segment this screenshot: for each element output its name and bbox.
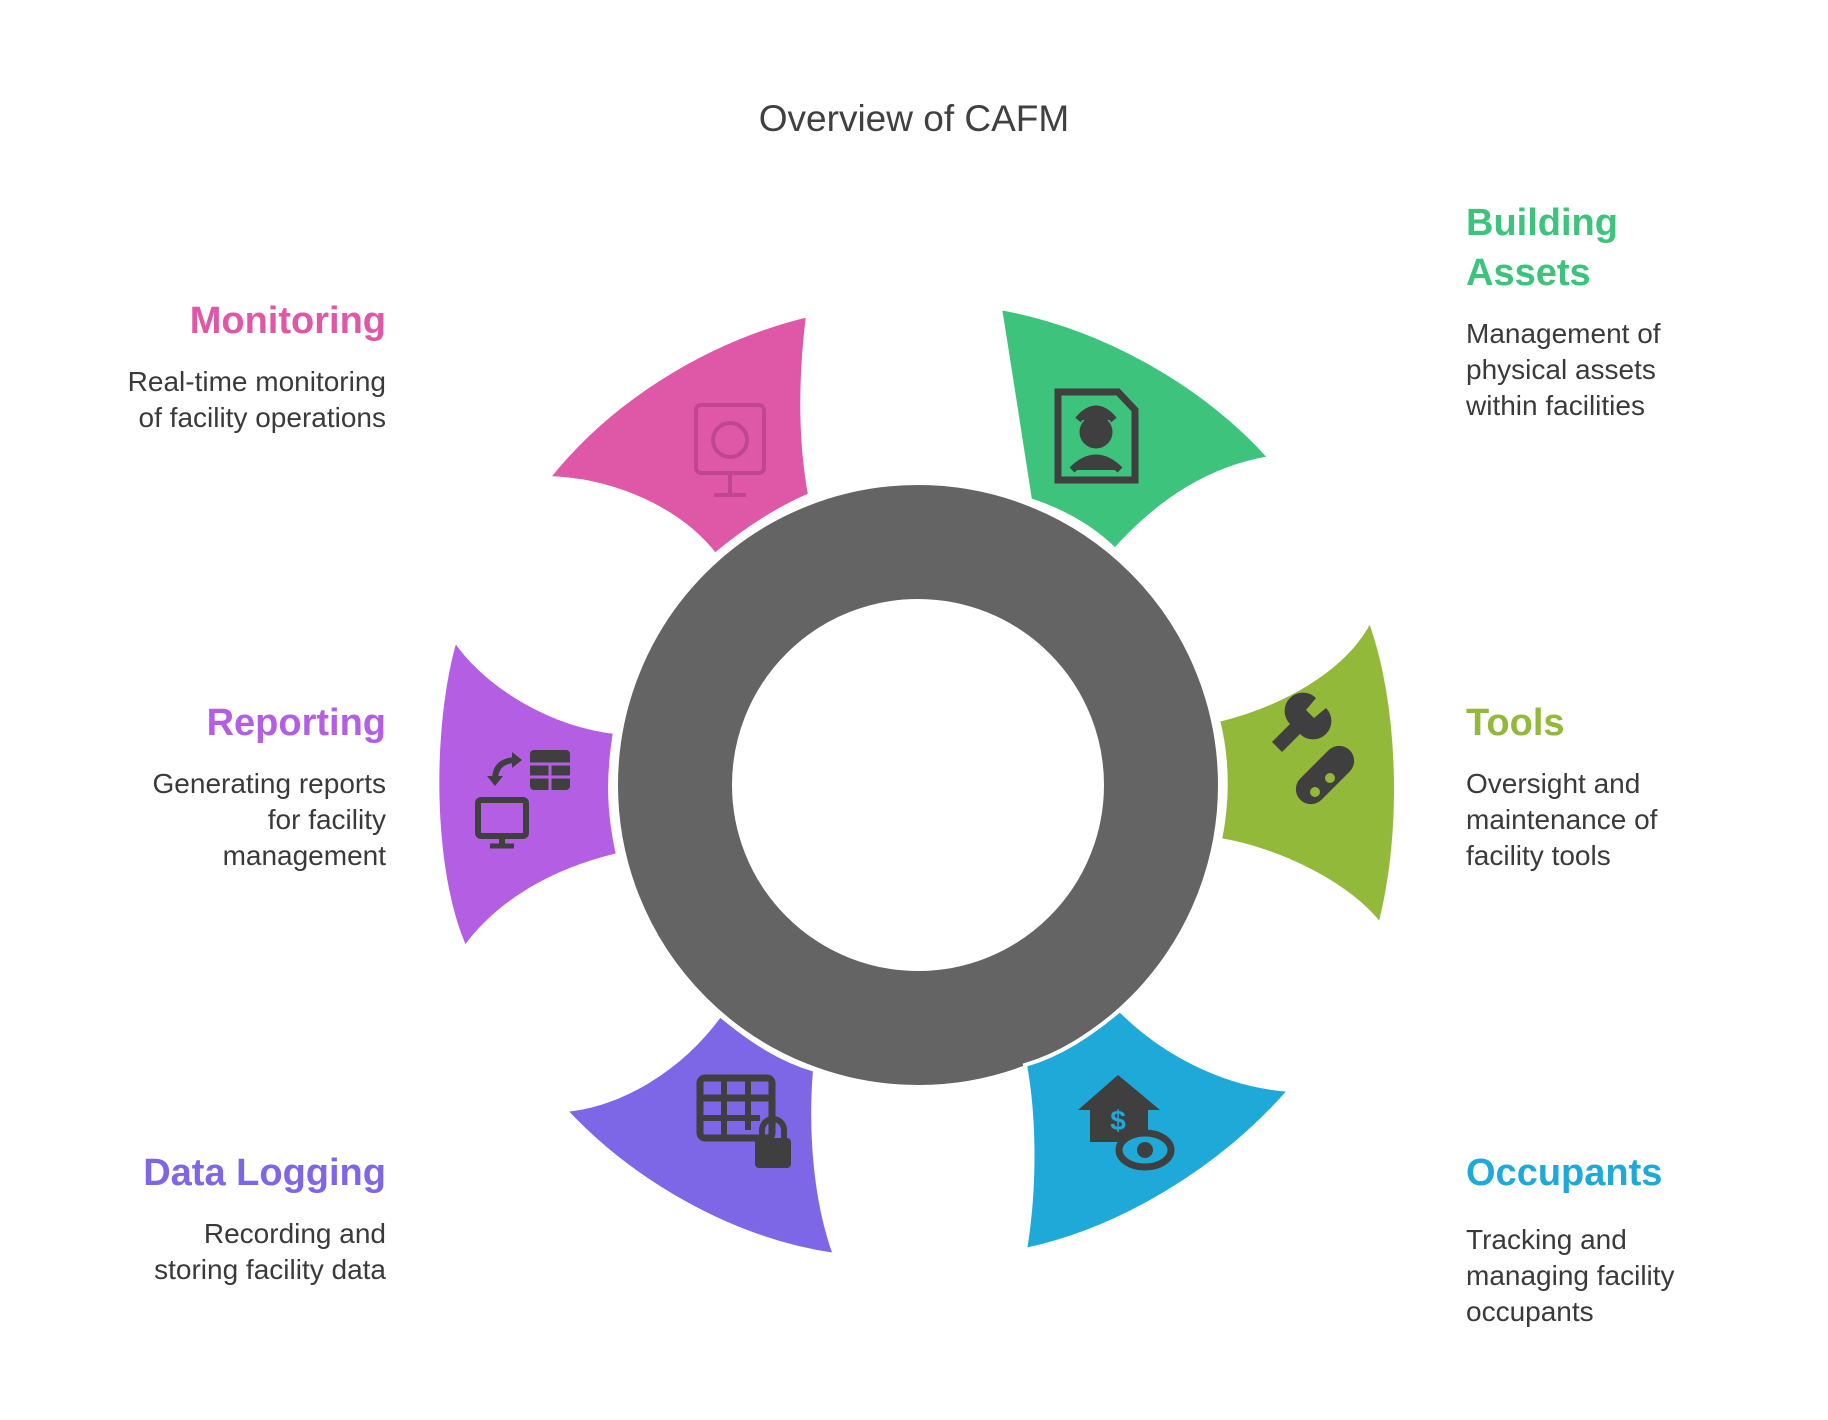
- tools-title: Tools: [1466, 702, 1565, 744]
- house-dollar-eye-icon: $: [1078, 1075, 1175, 1171]
- data-logging-description: Recording and storing facility data: [154, 1218, 386, 1285]
- building-assets-title: Building Assets: [1466, 202, 1618, 294]
- segment-reporting: [435, 635, 621, 952]
- monitoring-title: Monitoring: [189, 300, 386, 342]
- tools-description: Oversight and maintenance of facility to…: [1466, 768, 1658, 871]
- monitoring-description: Real-time monitoring of facility operati…: [127, 366, 386, 433]
- reporting-description: Generating reports for facility manageme…: [152, 768, 386, 871]
- label-tools: Tools Oversight and maintenance of facil…: [1466, 698, 1828, 874]
- cycle-ring: [618, 485, 1218, 1085]
- diagram-title: Overview of CAFM: [758, 98, 1070, 139]
- occupants-description: Tracking and managing facility occupants: [1466, 1224, 1675, 1327]
- worker-badge-icon: [1054, 388, 1139, 484]
- data-logging-title: Data Logging: [143, 1152, 386, 1194]
- occupants-title: Occupants: [1466, 1152, 1663, 1194]
- monitor-sync-table-icon: [475, 750, 570, 849]
- label-reporting: Reporting Generating reports for facilit…: [6, 698, 386, 874]
- label-occupants: Occupants Tracking and managing facility…: [1466, 1148, 1828, 1330]
- monitor-camera-icon: [694, 403, 766, 497]
- segment-occupants: [1022, 1007, 1295, 1253]
- segment-monitoring: [543, 312, 813, 558]
- label-monitoring: Monitoring Real-time monitoring of facil…: [6, 296, 386, 436]
- building-assets-description: Management of physical assets within fac…: [1466, 318, 1661, 421]
- label-building-assets: Building Assets Management of physical a…: [1466, 198, 1828, 424]
- reporting-title: Reporting: [206, 702, 386, 744]
- svg-text:$: $: [1110, 1105, 1126, 1136]
- table-lock-icon: [696, 1074, 791, 1168]
- wrench-bandage-icon: [1272, 692, 1355, 805]
- label-data-logging: Data Logging Recording and storing facil…: [6, 1148, 386, 1288]
